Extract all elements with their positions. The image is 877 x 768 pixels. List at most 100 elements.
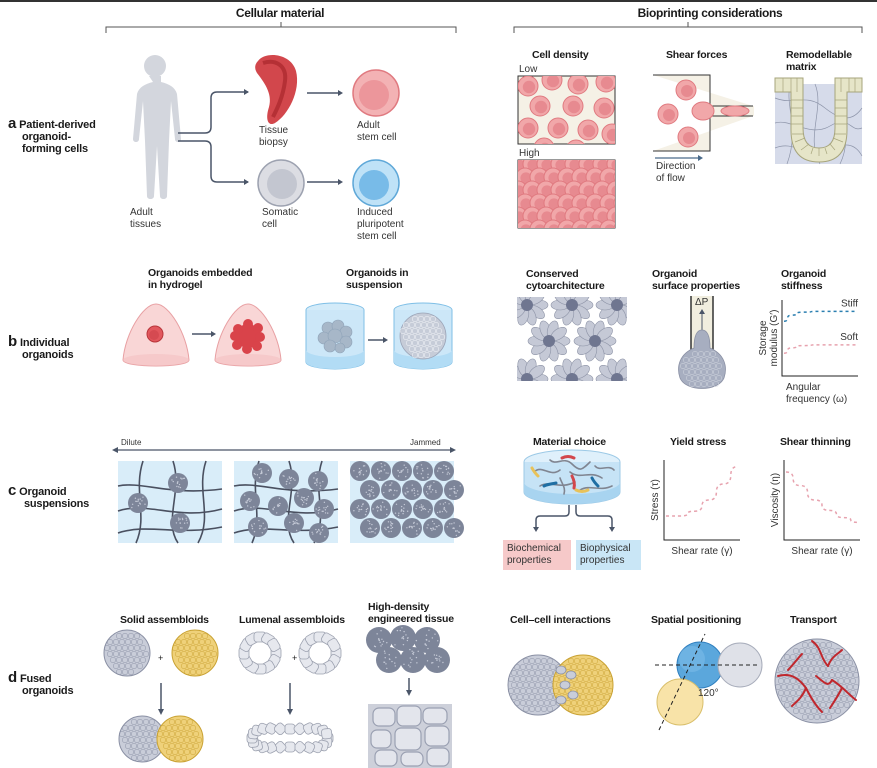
organoid-speck: [447, 472, 448, 473]
organoid-speck: [384, 652, 385, 653]
cell-nucleus: [535, 101, 547, 113]
organoid-speck: [387, 472, 388, 473]
organoid-sphere: [157, 716, 203, 762]
organoid-speck: [409, 666, 410, 667]
organoid-speck: [353, 470, 354, 471]
high-density-tissue-diagram: [365, 626, 455, 768]
organoid: [279, 469, 299, 489]
organoid-speck: [451, 523, 452, 524]
organoid-speck: [373, 487, 374, 488]
organoid-speck: [438, 525, 439, 526]
organoid-speck: [259, 525, 260, 526]
organoid-speck: [447, 473, 448, 474]
organoid-speck: [422, 470, 423, 471]
micropipette-aspiration: [670, 296, 730, 396]
organoid-speck: [283, 475, 284, 476]
rosette-cell: [516, 380, 531, 400]
suspension-intermediate-panel: [234, 461, 338, 543]
organoid-speck: [357, 507, 358, 508]
organoid-speck: [325, 507, 326, 508]
organoid-speck: [399, 472, 400, 473]
organoid-speck: [454, 492, 455, 493]
organoid-speck: [376, 528, 377, 529]
organoid-speck: [384, 506, 385, 507]
x-axis-label: Shear rate (γ): [791, 546, 852, 557]
organoid-speck: [304, 499, 305, 500]
organoid-speck: [401, 627, 402, 628]
suspension-title: Organoids insuspension: [346, 267, 408, 291]
organoid-speck: [303, 497, 304, 498]
high-density-title: High-densityengineered tissue: [368, 601, 454, 625]
organoid-speck: [421, 473, 422, 474]
migrating-cell: [560, 681, 570, 689]
series-line-stiff: [784, 311, 856, 321]
series-line-soft: [784, 345, 856, 353]
organoid-speck: [426, 527, 427, 528]
organoid-speck: [248, 498, 249, 499]
organoid-speck: [457, 530, 458, 531]
rosette-lumen: [521, 373, 533, 385]
organoid-speck: [359, 471, 360, 472]
organoid-speck: [301, 499, 302, 500]
organoid-speck: [390, 490, 391, 491]
organoid-speck: [138, 505, 139, 506]
organoid-speck: [252, 526, 253, 527]
ipsc-label: Inducedpluripotentstem cell: [357, 207, 404, 243]
organoid-speck: [381, 463, 382, 464]
organoid-speck: [249, 501, 250, 502]
organoid-speck: [390, 528, 391, 529]
organoid-speck: [413, 652, 414, 653]
organoid-speck: [144, 504, 145, 505]
organoid-speck: [371, 486, 372, 487]
organoid-speck: [369, 496, 370, 497]
organoid-speck: [366, 511, 367, 512]
organoid-speck: [445, 510, 446, 511]
organoid-speck: [453, 522, 454, 523]
organoid-speck: [386, 509, 387, 510]
organoid-speck: [359, 468, 360, 469]
organoid-speck: [398, 515, 399, 516]
hydrogel-dome-single: [121, 304, 191, 370]
organoid-speck: [369, 490, 370, 491]
organoid-speck: [425, 644, 426, 645]
organoid-speck: [405, 467, 406, 468]
organoid-speck: [431, 530, 432, 531]
organoid-speck: [422, 477, 423, 478]
organoid-speck: [440, 657, 441, 658]
organoid-speck: [439, 656, 440, 657]
organoid-speck: [318, 512, 319, 513]
organoid-speck: [428, 488, 429, 489]
organoid-speck: [433, 482, 434, 483]
organoid-speck: [410, 657, 411, 658]
organoid: [376, 647, 402, 673]
row-c-label: cOrganoid suspensions: [8, 485, 89, 510]
organoid-speck: [311, 532, 312, 533]
organoid-speck: [381, 470, 382, 471]
organoid-speck: [319, 482, 320, 483]
organoid: [444, 480, 464, 500]
organoid: [248, 517, 268, 537]
migrating-cell: [556, 666, 566, 674]
organoid-speck: [276, 512, 277, 513]
organoid-speck: [383, 662, 384, 663]
organoid-speck: [436, 660, 437, 661]
organoid-speck: [368, 528, 369, 529]
organoid-speck: [427, 493, 428, 494]
cell-nucleus: [599, 103, 611, 115]
organoid-speck: [407, 469, 408, 470]
organoid-speck: [177, 483, 178, 484]
organoid-speck: [379, 478, 380, 479]
organoid-speck: [259, 477, 260, 478]
organoid-speck: [279, 503, 280, 504]
organoid-speck: [370, 491, 371, 492]
organoid-speck: [421, 464, 422, 465]
organoid-speck: [391, 531, 392, 532]
organoid-speck: [366, 492, 367, 493]
x-axis-label: Shear rate (γ): [671, 546, 732, 557]
organoid-speck: [386, 668, 387, 669]
organoid-speck: [185, 518, 186, 519]
suspension-container-aggregate: [304, 302, 368, 372]
organoid-speck: [380, 630, 381, 631]
organoid-speck: [398, 512, 399, 513]
organoid-speck: [428, 511, 429, 512]
